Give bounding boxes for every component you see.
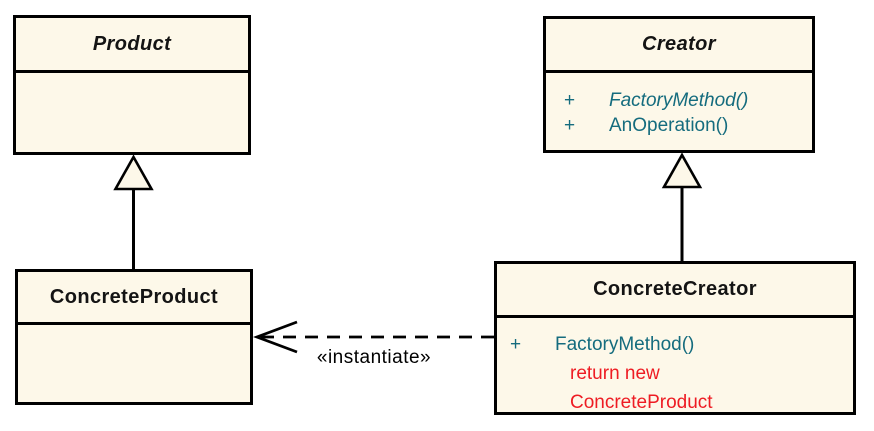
method-name: FactoryMethod() (555, 334, 695, 355)
class-creator-title: Creator (546, 19, 812, 73)
class-concrete-creator-title: ConcreteCreator (497, 264, 853, 318)
class-concrete-creator: ConcreteCreator + FactoryMethod() return… (494, 261, 856, 415)
code-line-return-new: return new (570, 363, 660, 384)
visibility-plus: + (510, 334, 522, 355)
class-concrete-product-title: ConcreteProduct (18, 272, 250, 325)
method-anoperation: + AnOperation() (564, 113, 812, 138)
method-factorymethod: + FactoryMethod() (510, 330, 853, 359)
generalization-triangle-product (113, 154, 154, 191)
class-concrete-creator-body: + FactoryMethod() return new ConcretePro… (497, 318, 853, 417)
class-creator-body: + FactoryMethod() + AnOperation() (546, 73, 812, 138)
visibility-plus: + (564, 115, 576, 136)
method-name: AnOperation() (609, 115, 729, 136)
method-factorymethod-abstract: + FactoryMethod() (564, 88, 812, 113)
generalization-triangle-creator (661, 152, 703, 189)
class-product: Product (13, 15, 251, 155)
visibility-plus: + (564, 90, 576, 111)
class-creator: Creator + FactoryMethod() + AnOperation(… (543, 16, 815, 153)
method-name: FactoryMethod() (609, 90, 749, 111)
class-product-title: Product (16, 18, 248, 73)
class-concrete-product: ConcreteProduct (15, 269, 253, 405)
code-line-concrete-product: ConcreteProduct (570, 392, 713, 413)
instantiate-stereotype-label: «instantiate» (316, 347, 432, 368)
